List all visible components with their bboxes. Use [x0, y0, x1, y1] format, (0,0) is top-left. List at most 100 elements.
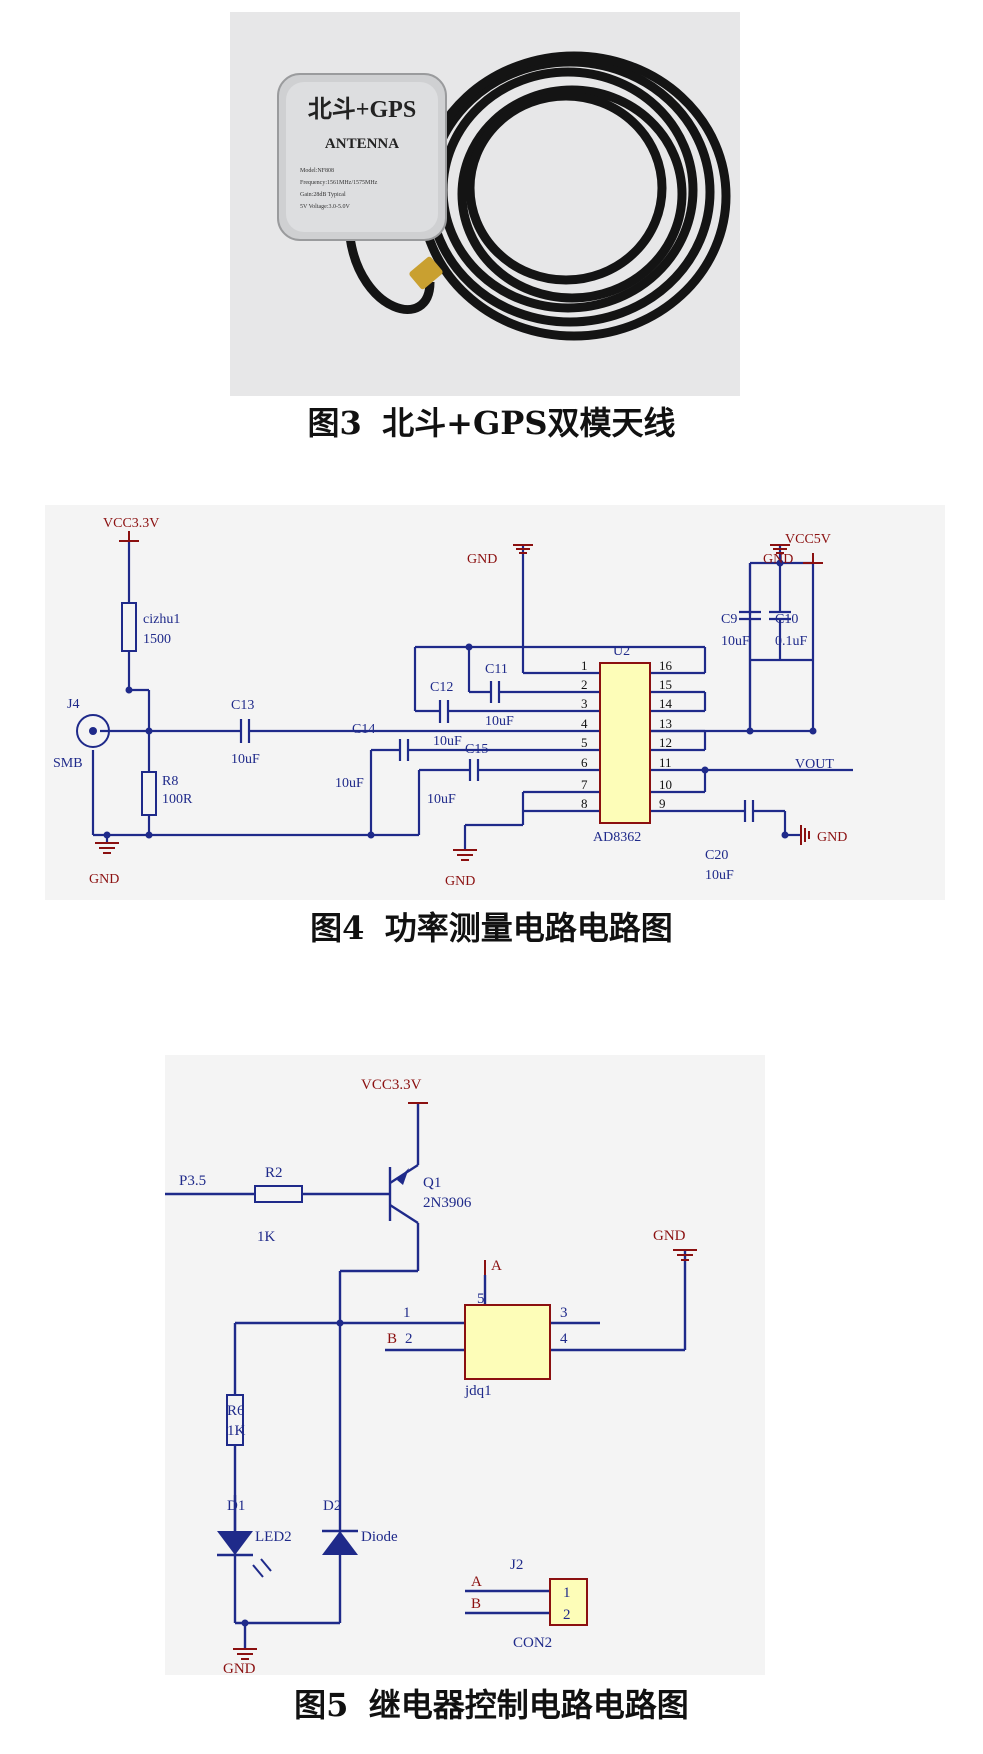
fig5-vcc33-label: VCC3.3V: [361, 1077, 422, 1093]
fig5-p35-label: P3.5: [179, 1173, 206, 1189]
fig5-d2-label: D2: [323, 1498, 341, 1514]
fig4-gnd-right: GND: [763, 552, 793, 567]
d2-diode-symbol: [322, 1531, 358, 1555]
fig4-gnd-bottom: GND: [445, 874, 475, 889]
fig4-c14-label: C14: [352, 722, 375, 737]
fig4-r8-value: 100R: [162, 792, 193, 807]
fig4-junctions: [103, 559, 817, 839]
fig5-r2-label: R2: [265, 1165, 283, 1181]
fig4-r8-label: R8: [162, 774, 178, 789]
fig5-power-symbols: [233, 1102, 697, 1660]
antenna-spec-2: Frequency:1561MHz/1575MHz: [300, 180, 378, 186]
fig4-c20-label: C20: [705, 848, 728, 863]
fig5-jdq-label: jdq1: [464, 1383, 492, 1399]
fig5-q1-label: Q1: [423, 1175, 441, 1191]
fig4-c12-value: 10uF: [433, 734, 462, 749]
fig4-c13-label: C13: [231, 698, 254, 713]
j4-center-pin: [89, 727, 97, 735]
fig5-j2-net-b: B: [471, 1596, 481, 1612]
fig4-c10-value: 0.1uF: [775, 634, 808, 649]
fig4-c20-value: 10uF: [705, 868, 734, 883]
fig4-wires: [91, 541, 853, 850]
fig5-net-a: A: [491, 1258, 502, 1274]
j2-connector: [549, 1578, 588, 1626]
antenna-photo: 北斗+GPS ANTENNA Model:NF808 Frequency:156…: [230, 12, 740, 396]
fig5-relay-pin1: 1: [403, 1305, 411, 1321]
r6-resistor: [226, 1394, 244, 1446]
u2-pin-left-3: 3: [581, 696, 588, 711]
u2-pin-left-5: 5: [581, 735, 588, 750]
fig4-c15-value: 10uF: [427, 792, 456, 807]
figure4-caption-number: 图4: [310, 909, 365, 947]
fig5-gnd-bottom: GND: [223, 1661, 256, 1675]
u2-pin-right-16: 16: [659, 658, 673, 673]
figure3-caption-number: 图3: [307, 404, 362, 442]
fig4-c11-value: 10uF: [485, 714, 514, 729]
r2-resistor: [254, 1185, 303, 1203]
fig4-c10-label: C10: [775, 612, 798, 627]
u2-pin-right-10: 10: [659, 777, 672, 792]
fig4-u2-label: U2: [613, 644, 630, 659]
led-light-ray-2: [260, 1558, 272, 1572]
fig5-net-b: B: [387, 1331, 397, 1347]
u2-pin-right-11: 11: [659, 755, 672, 770]
u2-pin-left-2: 2: [581, 677, 588, 692]
fig4-cizhu-value: 1500: [143, 632, 171, 647]
u2-pin-right-9: 9: [659, 796, 666, 811]
cizhu1-ferrite: [121, 602, 137, 652]
led-light-ray-1: [252, 1564, 264, 1578]
fig5-diode-label: Diode: [361, 1529, 398, 1545]
fig4-c14-value: 10uF: [335, 776, 364, 791]
fig5-led2-label: LED2: [255, 1529, 292, 1545]
fig5-j2-label: J2: [510, 1557, 523, 1573]
fig4-ad8362-label: AD8362: [593, 830, 641, 845]
u2-pin-left-1: 1: [581, 658, 588, 673]
fig4-c9-label: C9: [721, 612, 737, 627]
fig4-smb-label: SMB: [53, 756, 83, 771]
fig5-j2-pin1: 1: [563, 1585, 571, 1601]
fig5-j2-pin2: 2: [563, 1607, 571, 1623]
figure5-caption-number: 图5: [294, 1686, 349, 1724]
fig5-relay-pin2: 2: [405, 1331, 413, 1347]
d1-led-symbol: [217, 1531, 253, 1555]
fig5-relay-pin5: 5: [477, 1291, 485, 1307]
antenna-label-2: ANTENNA: [325, 136, 399, 152]
fig4-c13-value: 10uF: [231, 752, 260, 767]
fig5-relay-pin4: 4: [560, 1331, 568, 1347]
antenna-label-1: 北斗+GPS: [308, 96, 416, 123]
relay-control-schematic: VCC3.3V P3.5 R2 1K Q1 2N3906 GND A 5 1 B…: [165, 1055, 765, 1675]
fig4-c12-label: C12: [430, 680, 453, 695]
figure5-caption-text: 继电器控制电路电路图: [368, 1686, 689, 1724]
u2-pin-right-14: 14: [659, 696, 673, 711]
u2-ad8362-chip: [599, 662, 651, 824]
figure4-caption-text: 功率测量电路电路图: [384, 909, 673, 947]
fig5-q1-value: 2N3906: [423, 1195, 472, 1211]
j4-smb-connector: [76, 714, 110, 748]
fig4-c11-label: C11: [485, 662, 508, 677]
u2-pin-left-6: 6: [581, 755, 588, 770]
fig4-vcc5-label: VCC5V: [785, 532, 831, 547]
fig4-j4-label: J4: [67, 697, 79, 712]
fig5-con2-label: CON2: [513, 1635, 552, 1651]
fig4-gnd-left: GND: [89, 872, 119, 887]
u2-pin-left-8: 8: [581, 796, 588, 811]
fig5-junctions: [241, 1319, 344, 1627]
figure4-caption: 图4 功率测量电路电路图: [0, 903, 983, 949]
fig5-d1-label: D1: [227, 1498, 245, 1514]
fig5-relay-pin3: 3: [560, 1305, 568, 1321]
fig4-vout-label: VOUT: [795, 757, 834, 772]
fig5-gnd-right: GND: [653, 1228, 686, 1244]
jdq1-relay: [464, 1304, 551, 1380]
u2-pin-right-13: 13: [659, 716, 672, 731]
fig5-j2-net-a: A: [471, 1574, 482, 1590]
u2-pin-right-15: 15: [659, 677, 672, 692]
antenna-spec-1: Model:NF808: [300, 168, 334, 174]
antenna-spec-4: 5V Voltage:3.0-5.0V: [300, 204, 351, 210]
antenna-spec-3: Gain:28dB Typical: [300, 192, 346, 198]
fig4-c9-value: 10uF: [721, 634, 750, 649]
fig4-gnd-c20: GND: [817, 830, 847, 845]
figure5-caption: 图5 继电器控制电路电路图: [0, 1680, 983, 1726]
figure3-caption-text: 北斗+GPS双模天线: [382, 404, 676, 442]
fig5-r6-label: R6: [227, 1403, 245, 1419]
